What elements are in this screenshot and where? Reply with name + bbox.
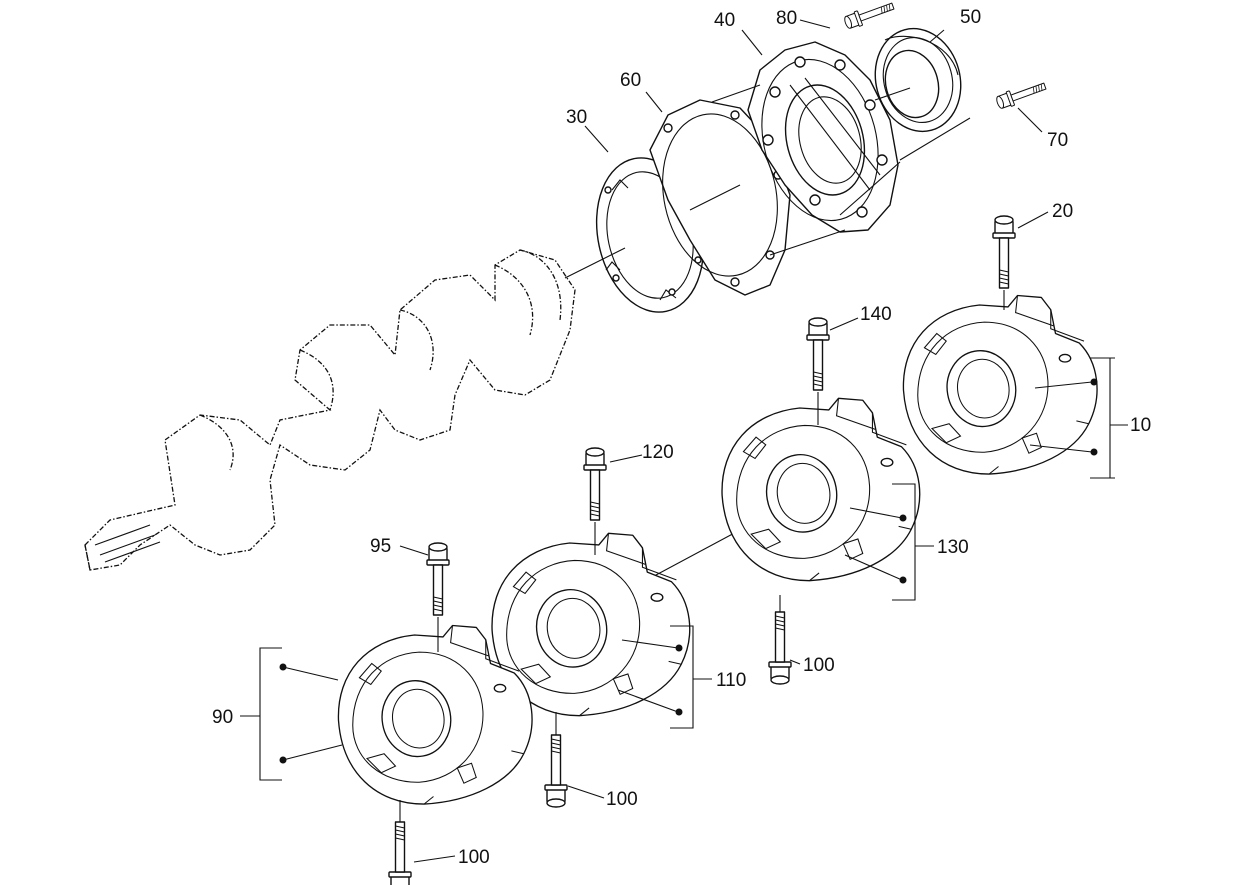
bolt-70 bbox=[994, 78, 1049, 111]
callout-30: 30 bbox=[566, 107, 587, 128]
axis-line-crank bbox=[564, 247, 626, 279]
bolt-80 bbox=[842, 0, 897, 31]
callout-100-a: 100 bbox=[458, 847, 490, 868]
callout-130: 130 bbox=[937, 537, 969, 558]
bracket-110 bbox=[670, 625, 712, 729]
callout-120: 120 bbox=[642, 442, 674, 463]
bolt-140 bbox=[806, 317, 830, 391]
bolt-100-c bbox=[768, 611, 792, 685]
bolt-100-b bbox=[544, 734, 568, 808]
callout-20: 20 bbox=[1052, 201, 1073, 222]
bracket-90 bbox=[240, 647, 287, 781]
bolt-20 bbox=[992, 215, 1016, 289]
crankshaft bbox=[84, 249, 576, 571]
callout-95: 95 bbox=[370, 536, 391, 557]
callout-140: 140 bbox=[860, 304, 892, 325]
callout-110: 110 bbox=[716, 670, 746, 691]
axis-line-washer bbox=[689, 184, 741, 211]
bolt-95 bbox=[426, 542, 450, 616]
callout-10: 10 bbox=[1130, 415, 1151, 436]
callout-70: 70 bbox=[1047, 130, 1068, 151]
bolt-100-a bbox=[388, 821, 412, 885]
callout-80: 80 bbox=[776, 8, 797, 29]
axis-line-seal bbox=[839, 87, 971, 216]
oil-seal-50 bbox=[874, 27, 962, 133]
bracket-130 bbox=[892, 483, 934, 601]
main-bearing-cap-130 bbox=[721, 397, 921, 582]
callout-labels: 10 20 30 40 50 60 70 80 90 95 100 100 10… bbox=[212, 7, 1151, 868]
rear-cover-40 bbox=[747, 41, 899, 233]
callout-100-b: 100 bbox=[606, 789, 638, 810]
axis-line-cover bbox=[711, 84, 846, 256]
bracket-10 bbox=[1090, 357, 1128, 479]
callout-40: 40 bbox=[714, 10, 735, 31]
leader-lines bbox=[282, 19, 1093, 863]
callout-50: 50 bbox=[960, 7, 981, 28]
callout-100-c: 100 bbox=[803, 655, 835, 676]
callout-90: 90 bbox=[212, 707, 233, 728]
bolt-120 bbox=[583, 447, 607, 521]
callout-60: 60 bbox=[620, 70, 641, 91]
